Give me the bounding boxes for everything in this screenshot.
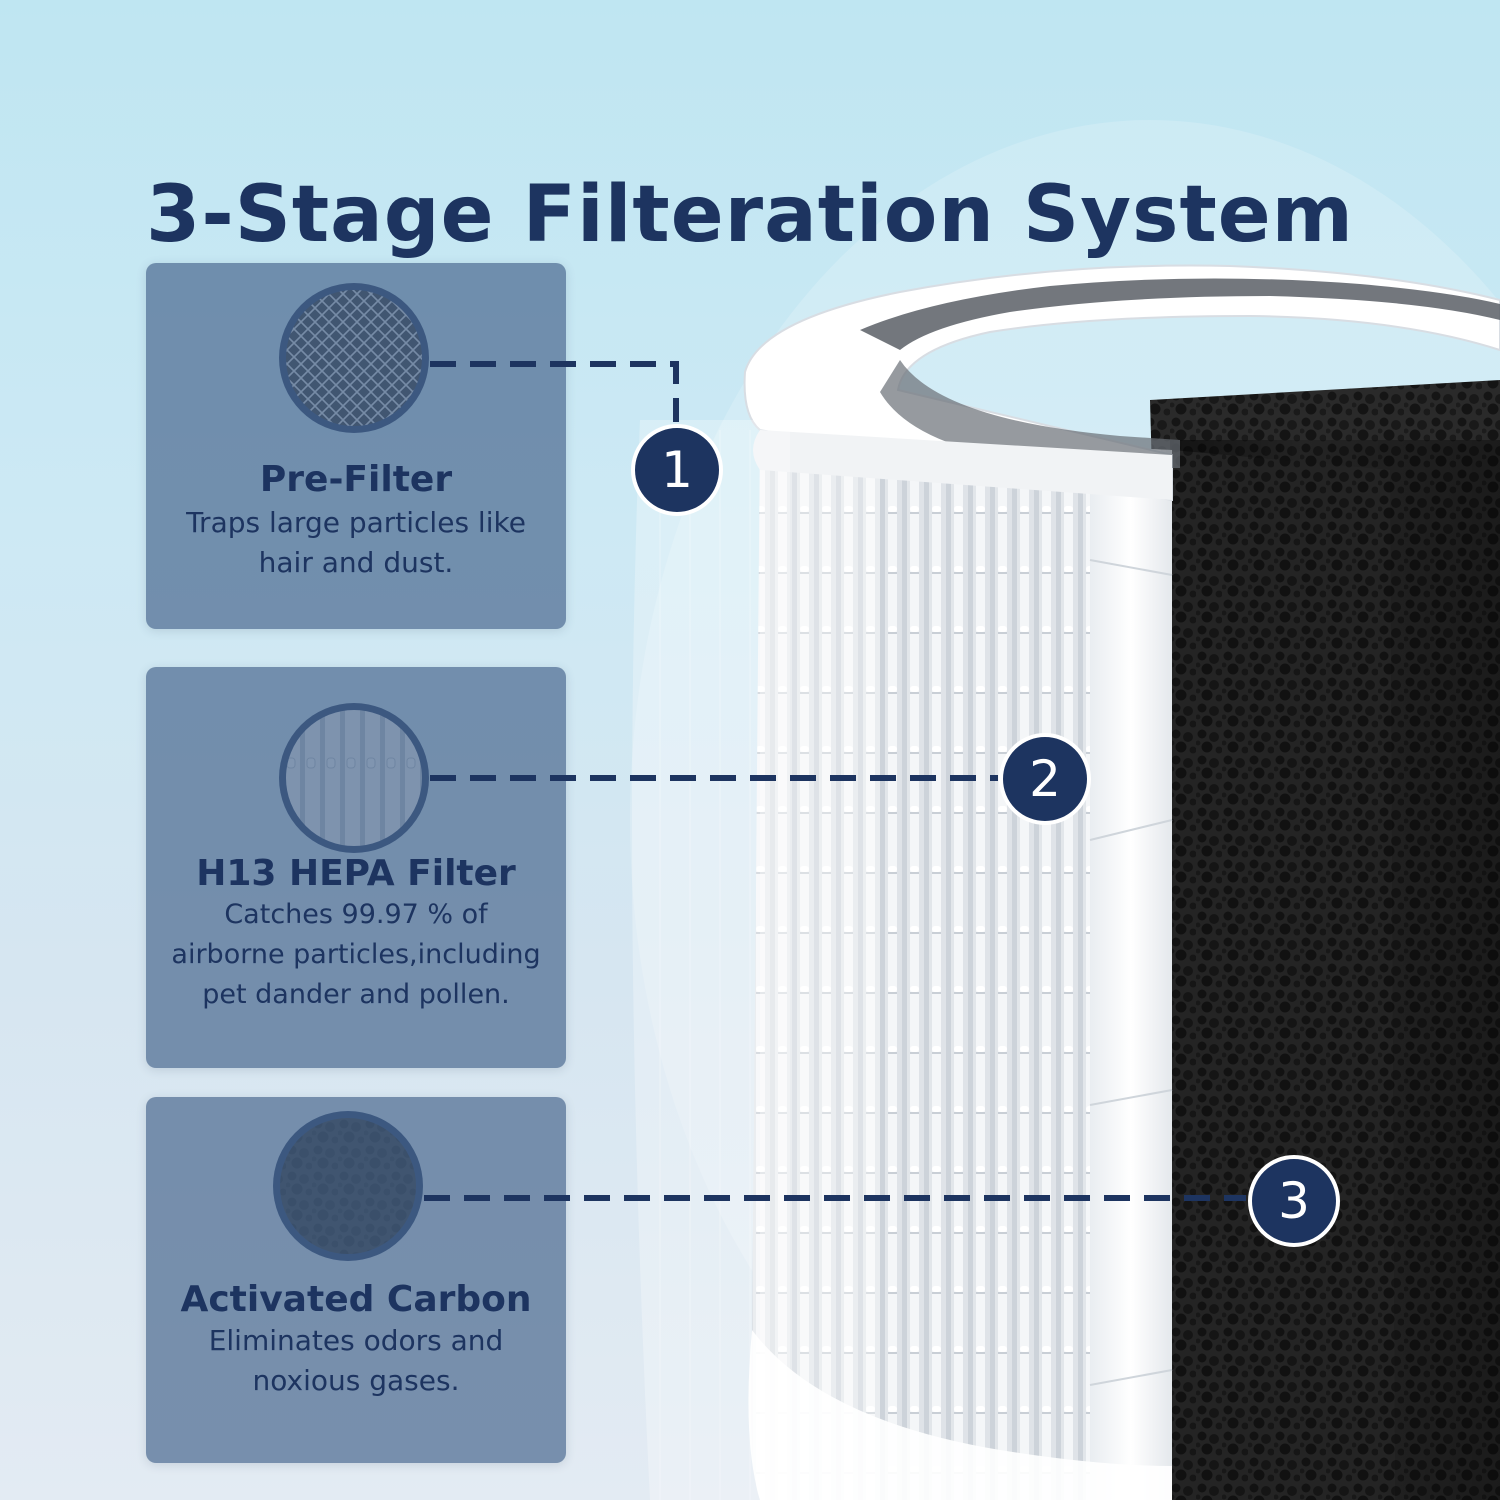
stage-number-badge-1: 1	[631, 424, 723, 516]
stage-title: Pre-Filter	[259, 459, 453, 500]
stage-card-activated-carbon: Activated Carbon Eliminates odors and no…	[146, 1097, 566, 1463]
stage-description: Traps large particles like hair and dust…	[186, 506, 526, 579]
stage-description: Eliminates odors and noxious gases.	[208, 1324, 504, 1397]
stage-title: Activated Carbon	[180, 1279, 532, 1320]
stage-card-pre-filter: Pre-Filter Traps large particles like ha…	[146, 263, 566, 629]
stage-title: H13 HEPA Filter	[196, 853, 516, 894]
headline: 3-Stage Filteration System	[146, 170, 1354, 261]
stage-number-badge-3: 3	[1248, 1155, 1340, 1247]
stage-description: Catches 99.97 % of airborne particles,in…	[171, 899, 541, 1010]
stage-card-hepa-filter: H13 HEPA Filter Catches 99.97 % of airbo…	[146, 667, 566, 1068]
stage-number-badge-2: 2	[999, 733, 1091, 825]
